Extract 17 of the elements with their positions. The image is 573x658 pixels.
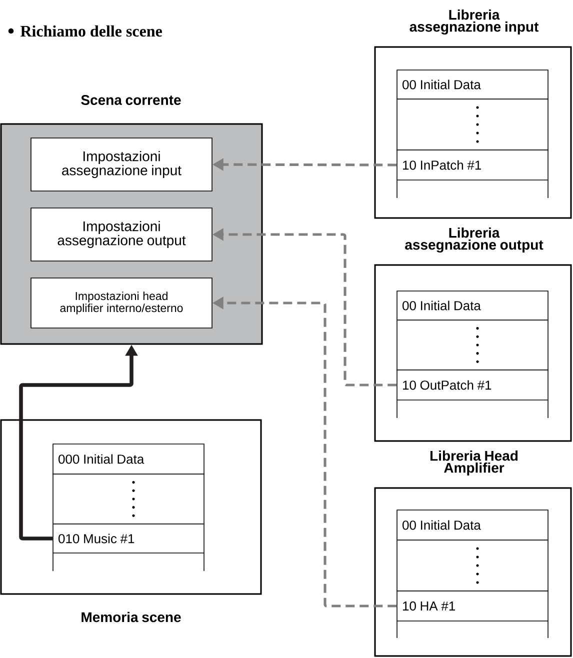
title: Richiamo delle scene bbox=[20, 25, 162, 37]
table-row: 10 InPatch #1 bbox=[396, 150, 548, 180]
settings-box: Impostazioni head amplifier interno/esterno bbox=[30, 278, 212, 328]
table-row: 10 HA #1 bbox=[396, 590, 548, 622]
heading: Memoria scene bbox=[82, 612, 181, 622]
table-row: 00 Initial Data bbox=[396, 70, 548, 100]
table-row: 010 Music #1 bbox=[52, 524, 204, 554]
heading: Libreria Head Amplifier bbox=[430, 450, 518, 476]
table-row: 00 Initial Data bbox=[396, 510, 548, 540]
settings-box: Impostazioni assegnazione output bbox=[30, 208, 212, 262]
settings-box: Impostazioni assegnazione input bbox=[30, 138, 212, 192]
table-row: 10 OutPatch #1 bbox=[396, 370, 548, 400]
table-row: 00 Initial Data bbox=[396, 290, 548, 320]
heading: Scena corrente bbox=[81, 95, 181, 105]
heading: Libreria assegnazione output bbox=[405, 227, 544, 253]
heading: Libreria assegnazione input bbox=[410, 9, 538, 35]
table-row: 000 Initial Data bbox=[52, 444, 204, 474]
